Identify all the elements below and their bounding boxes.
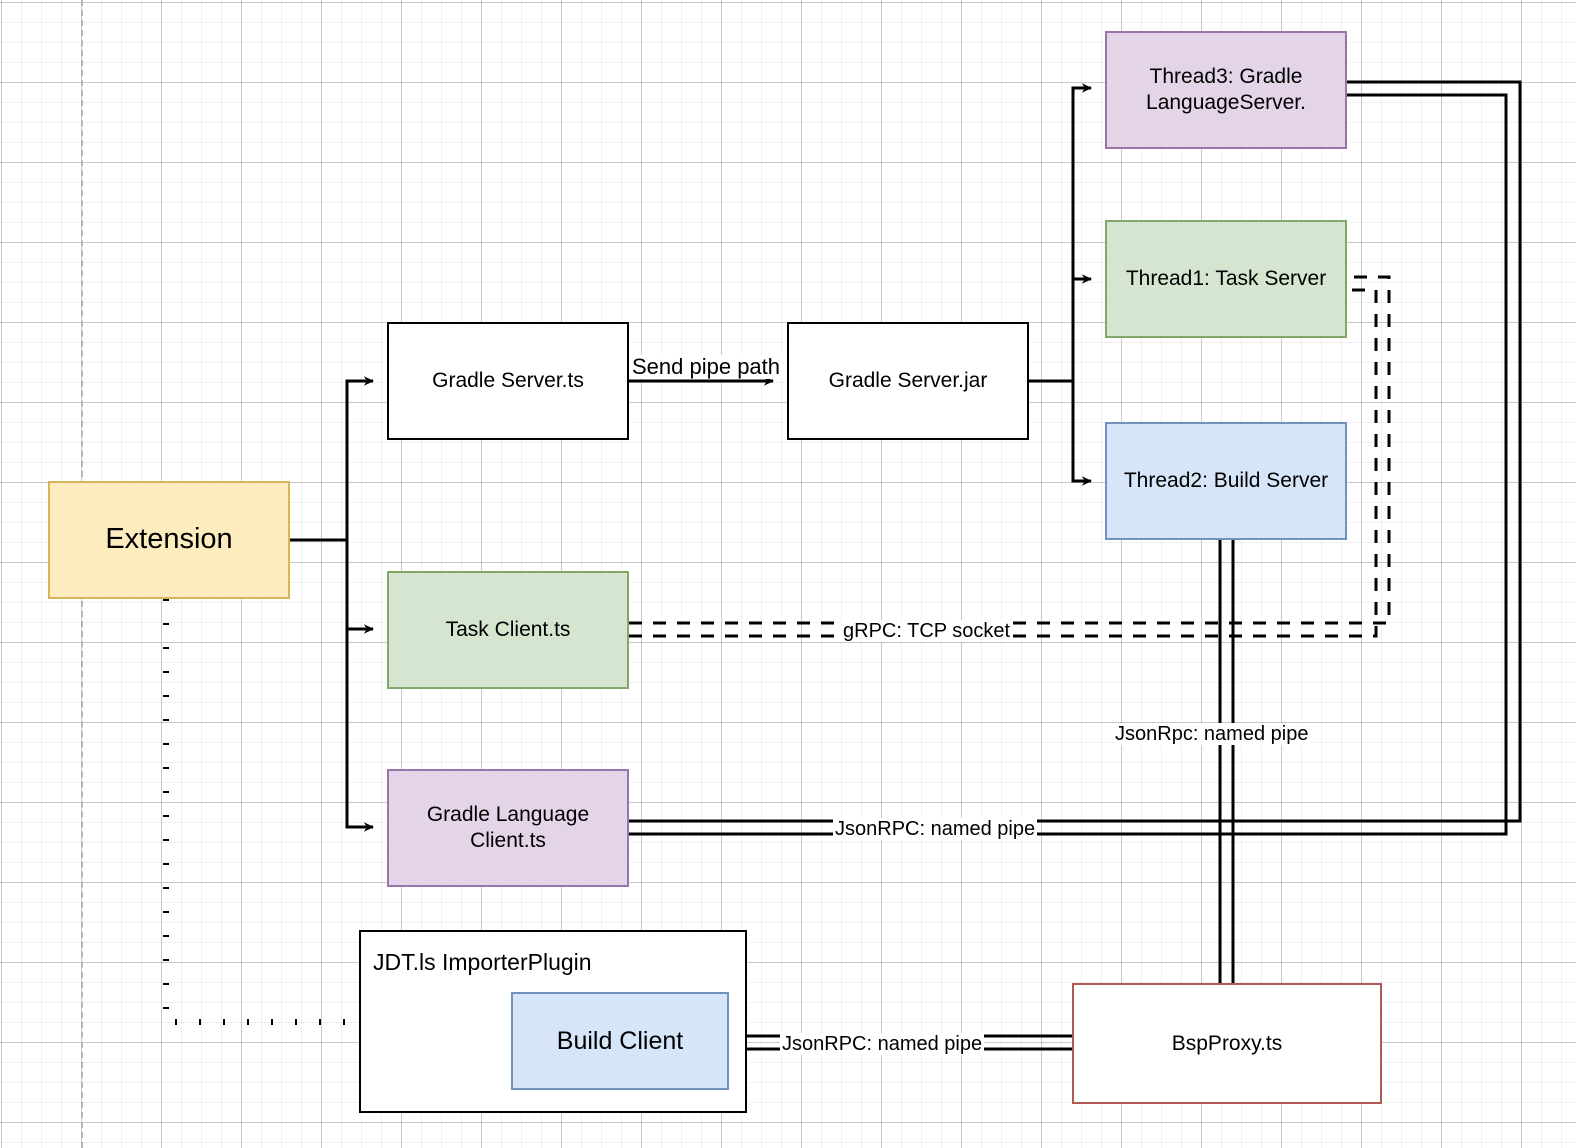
edge-label-grpc-tcp-socket: gRPC: TCP socket: [841, 620, 1013, 642]
node-importer-plugin-label: JDT.ls ImporterPlugin: [373, 949, 592, 975]
node-extension-label: Extension: [105, 523, 233, 556]
node-extension[interactable]: Extension: [48, 481, 290, 599]
wire-extension-to-importer-plugin: [163, 599, 359, 1025]
node-thread3-gradle-language-server[interactable]: Thread3: Gradle LanguageServer.: [1105, 31, 1347, 149]
node-gradle-server-jar-label: Gradle Server.jar: [828, 369, 988, 393]
wire-language-client-to-thread3-upper: [629, 80, 1522, 823]
node-thread3-label: Thread3: Gradle LanguageServer.: [1146, 65, 1306, 114]
node-task-client-label: Task Client.ts: [445, 618, 571, 642]
node-thread2-build-server[interactable]: Thread2: Build Server: [1105, 422, 1347, 540]
node-thread1-label: Thread1: Task Server: [1125, 267, 1327, 291]
node-gradle-server-jar[interactable]: Gradle Server.jar: [787, 322, 1029, 440]
node-bsp-proxy[interactable]: BspProxy.ts: [1072, 983, 1382, 1104]
node-build-client[interactable]: Build Client: [511, 992, 729, 1090]
node-gradle-server-ts-label: Gradle Server.ts: [432, 369, 584, 393]
node-thread1-task-server[interactable]: Thread1: Task Server: [1105, 220, 1347, 338]
edge-label-jsonrpc-named-pipe-language: JsonRPC: named pipe: [833, 818, 1038, 840]
wire-extension-to-gradle-language-client: [345, 540, 374, 832]
wire-extension-to-gradle-server-ts: [345, 376, 374, 540]
edge-label-jsonrpc-named-pipe-build: JsonRPC: named pipe: [780, 1033, 985, 1055]
wire-jar-to-thread1: [1071, 274, 1092, 381]
wire-jar-to-thread2: [1071, 381, 1092, 486]
wire-language-client-to-thread3-lower: [629, 93, 1508, 836]
edge-label-send-pipe-path: Send pipe path: [630, 354, 783, 379]
wire-jar-to-thread3: [1071, 83, 1092, 381]
node-task-client[interactable]: Task Client.ts: [387, 571, 629, 689]
edge-label-jsonrpc-named-pipe-vertical: JsonRpc: named pipe: [1113, 723, 1311, 745]
wire-extension-to-task-client: [345, 540, 374, 634]
node-gradle-server-ts[interactable]: Gradle Server.ts: [387, 322, 629, 440]
node-gradle-language-client-label: Gradle Language Client.ts: [426, 803, 590, 852]
node-bsp-proxy-label: BspProxy.ts: [1171, 1031, 1283, 1055]
node-gradle-language-client[interactable]: Gradle Language Client.ts: [387, 769, 629, 887]
node-thread2-label: Thread2: Build Server: [1123, 469, 1329, 493]
node-build-client-label: Build Client: [556, 1026, 684, 1055]
